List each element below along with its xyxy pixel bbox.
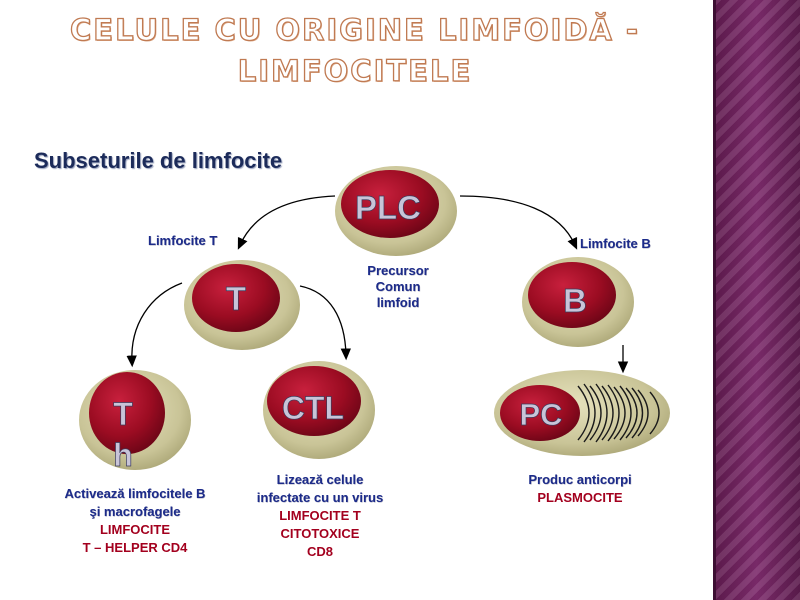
pc-er-arcs [577, 383, 660, 443]
caption-ctl-line3: LIMFOCITE T [279, 508, 361, 523]
cell-pc [494, 370, 670, 456]
label-limfocite-t: Limfocite T [148, 233, 218, 248]
caption-th: Activează limfocitele B şi macrofagele L… [30, 485, 240, 557]
sidebar-edge [713, 0, 716, 600]
diagram-subtitle: Subseturile de limfocite [34, 148, 283, 173]
caption-ctl-line5: CD8 [306, 544, 333, 559]
label-limfocite-b: Limfocite B [580, 236, 651, 251]
lymphocyte-diagram: PLC T B T h CTL PC [79, 166, 670, 473]
sidebar-pattern [713, 0, 800, 600]
caption-ctl-line4: CITOTOXICE [280, 526, 360, 541]
cell-plc [335, 166, 457, 256]
cell-b [522, 257, 634, 347]
caption-th-line1: Activează limfocitele B [64, 486, 206, 501]
arrow-t-to-ctl [299, 285, 352, 361]
th-letter-line1: T [113, 396, 133, 432]
slide-title-line1: CELULE CU ORIGINE LIMFOIDĂ - [69, 12, 640, 47]
arrow-plc-to-t [237, 195, 336, 250]
precursor-line3: limfoid [376, 295, 420, 310]
caption-th-line2: şi macrofagele [89, 504, 181, 519]
ctl-letters: CTL [282, 390, 344, 426]
plc-letters: PLC [355, 189, 421, 226]
caption-ctl-line1: Lizează celule [276, 472, 364, 487]
cell-t [184, 260, 300, 350]
slide-title-line2: LIMFOCITELE [237, 53, 473, 88]
cell-th [79, 370, 191, 470]
caption-ctl-line2: infectate cu un virus [256, 490, 384, 505]
decorative-sidebar [713, 0, 800, 600]
precursor-line1: Precursor [367, 263, 429, 278]
arrow-t-to-th [126, 282, 183, 368]
caption-ctl: Lizează celule infectate cu un virus LIM… [225, 471, 415, 561]
caption-th-line3: LIMFOCITE [99, 522, 171, 537]
cell-ctl [263, 361, 375, 459]
th-letter-line2: h [113, 437, 133, 473]
caption-th-line4: T – HELPER CD4 [82, 540, 188, 555]
caption-pc-line1: Produc anticorpi [528, 472, 632, 487]
pc-letters: PC [519, 397, 562, 432]
t-letter: T [226, 280, 246, 317]
b-letter: B [563, 282, 587, 319]
caption-pc: Produc anticorpi PLASMOCITE [490, 471, 670, 507]
caption-pc-line2: PLASMOCITE [537, 490, 623, 505]
precursor-line2: Comun [375, 279, 421, 294]
arrow-plc-to-b [459, 195, 578, 250]
label-precursor: Precursor Comun limfoid [340, 263, 456, 311]
